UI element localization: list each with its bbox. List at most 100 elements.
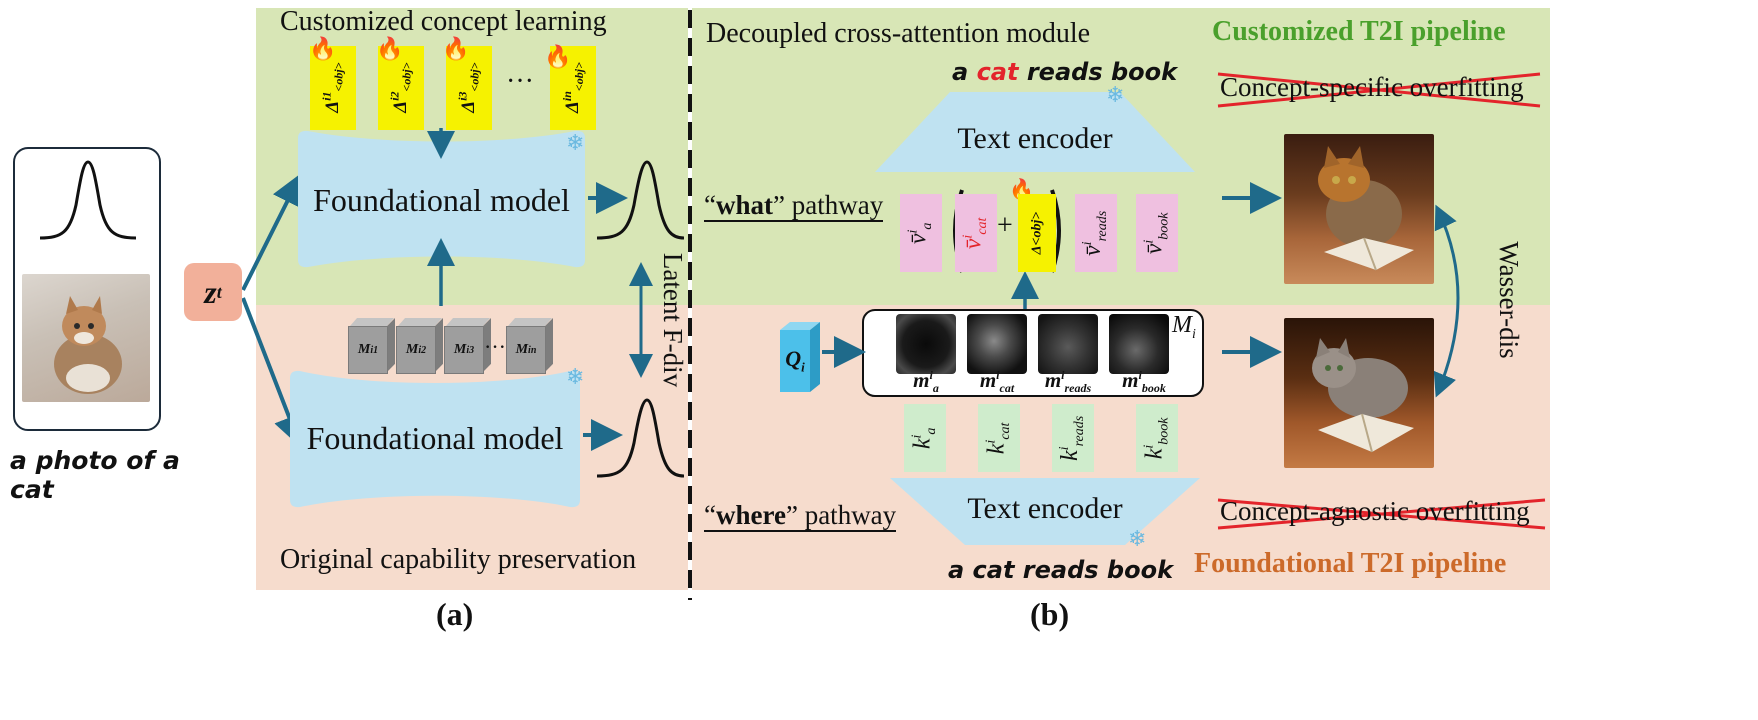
what-rest: pathway: [784, 190, 884, 220]
query-symbol: Q: [785, 346, 802, 371]
snowflake-icon: ❄: [1128, 526, 1147, 551]
block-label: M: [515, 342, 529, 357]
where-quote-close: ”: [785, 500, 798, 530]
m-sub: reads: [1064, 381, 1092, 396]
token-ellipsis: ···: [506, 66, 534, 97]
latent-zt-sub: t: [216, 281, 222, 302]
snowflake-icon: ❄: [566, 364, 585, 389]
attention-map-cat: [967, 314, 1027, 374]
token-obj: <obj>: [571, 62, 586, 92]
foundational-model-bottom-shape: [290, 370, 580, 508]
token-delta: Δ: [561, 101, 583, 114]
token-delta: Δ: [389, 101, 411, 114]
wasserstein-label: Wasser-dis: [1488, 230, 1524, 370]
wasserstein-arrow: [1433, 204, 1460, 398]
concept-token-1: Δi1<obj>: [310, 46, 356, 130]
where-bold: where: [715, 500, 786, 530]
attention-map-a: [896, 314, 956, 374]
token-sub: i3: [455, 91, 470, 102]
gaussian-curve-icon: [596, 398, 685, 478]
concept-specific-overfitting: Concept-specific overfitting: [1220, 72, 1524, 102]
arrow-zt-to-top-model: [241, 172, 302, 291]
value-token-cat: v̄icat: [955, 194, 997, 272]
token-sub: i1: [319, 91, 334, 102]
wasserstein-text: Wasser-dis: [1494, 241, 1524, 359]
m-sub: book: [1141, 381, 1166, 396]
fire-icon: 🔥: [544, 44, 572, 69]
attention-map-reads: [1038, 314, 1098, 374]
fire-icon: 🔥: [442, 36, 470, 61]
block-label: M: [405, 342, 419, 357]
m-sub: a: [932, 381, 939, 396]
arrow-zt-to-bottom-model: [241, 297, 305, 448]
maps-symbol: M: [1172, 312, 1192, 338]
prompt-top-part-1: a: [952, 58, 977, 86]
key-token-cat: kicat: [978, 404, 1020, 472]
panel-b-caption: (b): [1030, 596, 1070, 632]
where-rest: pathway: [797, 500, 897, 530]
panel-a-top-title: Customized concept learning: [280, 6, 607, 37]
concept-token-row: Δi1<obj> Δi2<obj> Δi3<obj> ··· Δin<obj>: [310, 44, 600, 130]
token-obj: <obj>: [331, 62, 346, 92]
what-pathway-label: “what” pathway: [704, 190, 884, 222]
token-delta: Δ: [321, 101, 343, 114]
value-sub: book: [1156, 212, 1172, 240]
value-sub: cat: [975, 217, 991, 235]
text-encoder-bottom-label: Text encoder: [967, 492, 1123, 525]
value-symbol: v̄: [905, 233, 932, 244]
cat-drawing: [54, 296, 122, 394]
latent-fdiv-label: Latent F-div: [648, 250, 688, 390]
value-token-reads: v̄ireads: [1075, 194, 1117, 272]
latent-fdiv-text: Latent F-div: [658, 252, 688, 388]
cat-photo-icon: [22, 274, 150, 402]
text-encoder-top-shape: [875, 92, 1195, 172]
text-encoder-top-label: Text encoder: [957, 122, 1113, 155]
foundational-output-image: [1284, 318, 1434, 468]
foundational-model-top-label: Foundational model: [313, 182, 570, 218]
concept-token-2: Δi2<obj>: [378, 46, 424, 130]
key-sub: reads: [1072, 415, 1088, 447]
snowflake-icon: ❄: [1106, 82, 1125, 107]
foundational-pipeline-label: Foundational T2I pipeline: [1194, 548, 1507, 579]
value-symbol: v̄: [1080, 244, 1107, 256]
where-quote-open: “: [704, 500, 716, 530]
token-sub: i2: [387, 91, 402, 102]
prompt-bottom: a cat reads book: [948, 556, 1174, 584]
key-token-reads: kireads: [1052, 404, 1094, 472]
block-sub: i1: [370, 344, 379, 356]
block-sub: i2: [418, 344, 427, 356]
plus-sign: +: [997, 210, 1013, 241]
key-token-book: kibook: [1136, 404, 1178, 472]
block-sub: in: [528, 344, 537, 356]
where-pathway-label: “where” pathway: [704, 500, 897, 532]
query-sub: i: [801, 359, 805, 375]
gaussian-curve-icon: [596, 160, 685, 240]
concept-token-n: Δin<obj>: [550, 46, 596, 130]
query-label: Qi: [778, 346, 812, 375]
value-token-a: v̄ia: [900, 194, 942, 272]
attention-maps-label: Mi: [1172, 312, 1196, 343]
key-token-a: kia: [904, 404, 946, 472]
snowflake-icon: ❄: [566, 130, 585, 155]
block-label: M: [357, 342, 371, 357]
input-caption: a photo of a cat: [10, 446, 180, 504]
prompt-top-part-3: reads book: [1018, 58, 1178, 86]
concept-agnostic-overfitting: Concept-agnostic overfitting: [1220, 496, 1530, 526]
what-bold: what: [715, 190, 773, 220]
value-sub: reads: [1095, 210, 1111, 242]
token-obj: <obj>: [399, 62, 414, 92]
value-token-book: v̄ibook: [1136, 194, 1178, 272]
customized-pipeline-label: Customized T2I pipeline: [1212, 16, 1506, 47]
foundational-model-bottom-label: Foundational model: [306, 420, 564, 456]
attention-label-reads: mireads: [1044, 368, 1092, 396]
token-sub: in: [559, 91, 574, 102]
attention-label-book: mibook: [1122, 368, 1166, 396]
fire-icon: 🔥: [309, 36, 337, 61]
token-delta: Δ: [457, 101, 479, 114]
key-sub: a: [924, 427, 940, 435]
attention-label-a: mia: [913, 368, 939, 396]
